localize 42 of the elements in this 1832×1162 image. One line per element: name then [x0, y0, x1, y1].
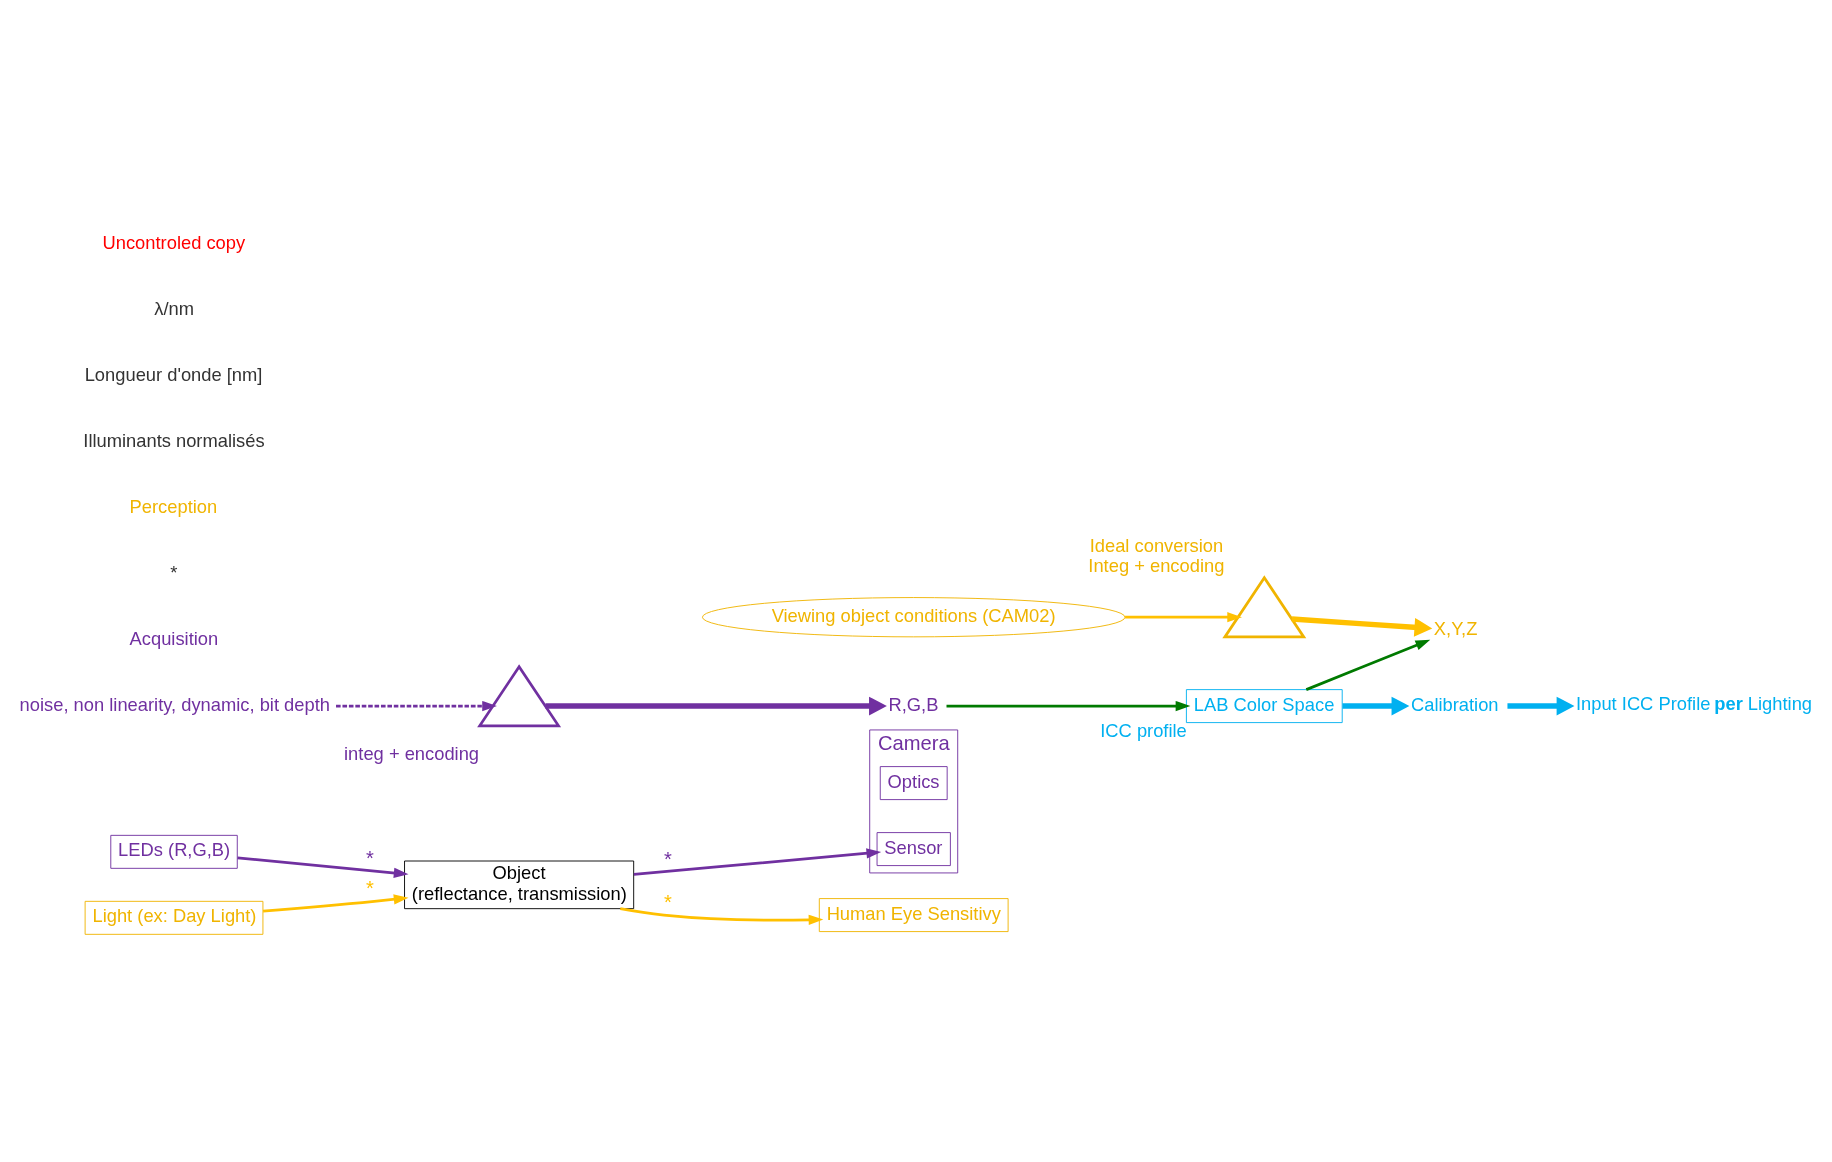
node-label: ICC profile: [1100, 720, 1187, 742]
edge-label: *: [663, 891, 672, 914]
arrow: [237, 856, 409, 878]
edge-label: *: [663, 848, 672, 871]
node-text: X,Y,Z: [1433, 617, 1478, 639]
arrow: [336, 700, 497, 712]
node-box: Light (ex: Day Light): [84, 900, 264, 935]
node-box: Object (reflectance, transmission): [404, 860, 635, 910]
arrow: [545, 696, 887, 716]
arrow: [262, 894, 409, 913]
node-text: R,G,B: [888, 693, 939, 715]
label: Perception: [129, 495, 218, 517]
node-text: Input ICC Profile per Lighting: [1575, 692, 1813, 714]
arrow: [1291, 616, 1433, 637]
label: Longueur d'onde [nm]: [84, 363, 263, 385]
label: *: [170, 561, 178, 583]
node-box: LEDs (R,G,B): [110, 834, 238, 869]
edge-label: *: [366, 847, 374, 870]
arrow: [1125, 612, 1242, 623]
arrow: [1342, 696, 1410, 716]
node-triangle: [1222, 575, 1307, 639]
label: Uncontroled copy: [102, 231, 246, 253]
node-text: Calibration: [1410, 693, 1499, 715]
label: Illuminants normalisés: [83, 429, 265, 451]
node-box: LAB Color Space: [1185, 689, 1343, 724]
node-box: Optics: [879, 766, 948, 801]
arrow: [620, 907, 824, 926]
label: Acquisition: [129, 627, 219, 649]
node-box: Human Eye Sensitivy: [818, 898, 1009, 933]
edge-label: *: [366, 877, 374, 900]
node-ellipse: Viewing object conditions (CAM02): [701, 597, 1126, 638]
arrow: [1507, 696, 1575, 716]
arrow: [1305, 639, 1431, 691]
node-label: integ + encoding: [344, 743, 480, 765]
node-label: Integ + encoding: [1088, 555, 1225, 577]
node-text: noise, non linearity, dynamic, bit depth: [19, 693, 330, 715]
node-box: Sensor: [876, 832, 951, 867]
node-triangle: [477, 664, 562, 728]
arrow: [946, 700, 1191, 712]
label: λ/nm: [154, 297, 195, 319]
arrow: [633, 848, 882, 876]
node-label: Ideal conversion: [1089, 535, 1224, 557]
